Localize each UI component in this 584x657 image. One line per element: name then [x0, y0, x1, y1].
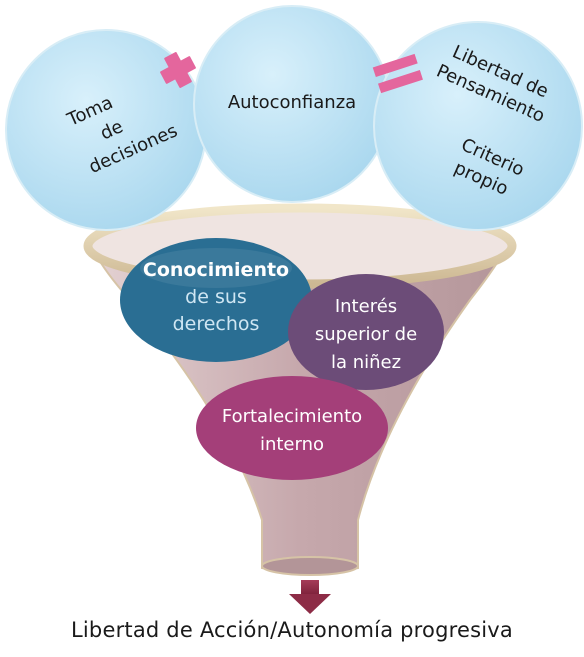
equals-icon [372, 53, 423, 94]
fortalecimiento-line-2: interno [260, 434, 324, 455]
plus-icon [160, 52, 196, 88]
ellipse-fortalecimiento: Fortalecimiento interno [196, 376, 388, 480]
conocimiento-line-2: de sus [185, 286, 247, 308]
down-arrow-icon [289, 580, 331, 614]
autoconfianza-label: Autoconfianza [228, 92, 356, 113]
ellipse-interes: Interés superior de la niñez [288, 274, 444, 390]
bubble-libertad-pensamiento: Libertad de Pensamiento Criterio propio [373, 21, 583, 231]
fortalecimiento-line-1: Fortalecimiento [222, 406, 362, 427]
interes-line-1: Interés [335, 296, 397, 317]
bubble-autoconfianza: Autoconfianza [193, 5, 391, 203]
interes-line-2: superior de [315, 324, 417, 345]
ellipse-conocimiento: Conocimiento de sus derechos [120, 238, 312, 362]
funnel-spout-rim [261, 556, 359, 576]
bubble-toma-decisiones: Toma de decisiones [5, 29, 207, 231]
conocimiento-line-3: derechos [173, 313, 260, 335]
caption: Libertad de Acción/Autonomía progresiva [70, 618, 513, 642]
conocimiento-line-1: Conocimiento [143, 259, 289, 281]
interes-line-3: la niñez [331, 352, 401, 373]
